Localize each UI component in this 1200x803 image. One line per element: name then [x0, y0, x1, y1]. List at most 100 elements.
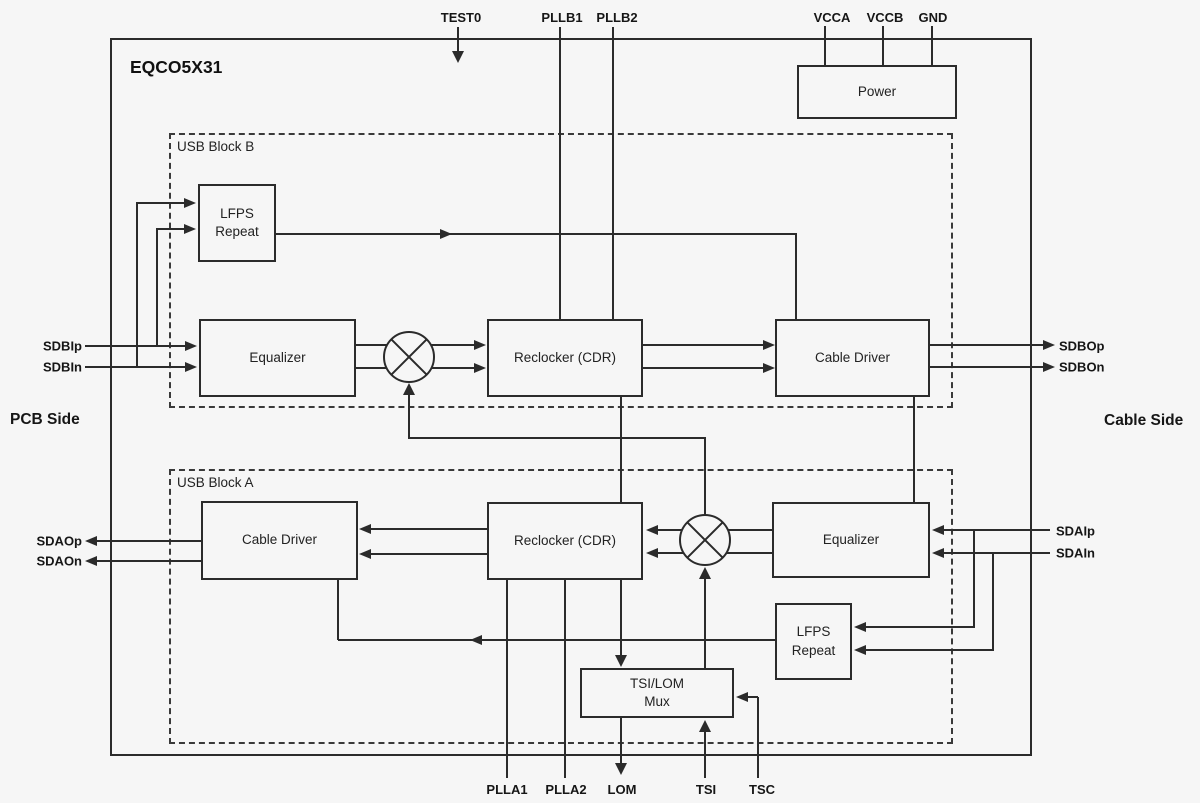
pin-gnd: GND [918, 10, 948, 25]
reclocker-b-block: Reclocker (CDR) [487, 319, 643, 397]
wire-sdbon [930, 366, 1043, 368]
wire-branch-sdaip-lfps [973, 529, 975, 627]
wire-tsc [757, 697, 759, 778]
lfps-repeat-a-block: LFPS Repeat [775, 603, 852, 680]
wire-lfpsb-in1 [136, 202, 184, 204]
arrow-right-icon [185, 362, 197, 372]
mixer-a-icon [679, 514, 731, 566]
wire-mixerb-feed [408, 395, 410, 439]
wire-plla2 [564, 580, 566, 778]
chip-outline [110, 38, 1032, 756]
cable-driver-a-block: Cable Driver [201, 501, 358, 580]
usb-block-a-region [169, 469, 953, 744]
arrow-right-icon [1043, 362, 1055, 372]
wire-mixer-link [408, 437, 706, 439]
pin-vcca: VCCA [813, 10, 851, 25]
wire-test0 [457, 27, 459, 51]
wire-sdbip [85, 345, 186, 347]
arrow-down-icon [615, 655, 627, 667]
wire-gnd [931, 26, 933, 65]
wire-plla1 [506, 580, 508, 778]
cable-driver-b-block: Cable Driver [775, 319, 930, 397]
mixer-b-icon [383, 331, 435, 383]
wire-mux-mixera [704, 579, 706, 669]
arrow-left-icon [736, 692, 748, 702]
wire-branch-sdbip-lfps [156, 229, 158, 347]
usb-block-b-label: USB Block B [177, 139, 255, 154]
wire-branch-sdbin-lfps [136, 203, 138, 368]
arrow-left-icon [932, 548, 944, 558]
wire-lfpsa-in1 [866, 626, 975, 628]
arrow-left-icon [646, 548, 658, 558]
arrow-left-icon [932, 525, 944, 535]
power-block: Power [797, 65, 957, 119]
arrow-right-icon [474, 363, 486, 373]
wire-reca-cda2 [371, 553, 487, 555]
pin-tsc: TSC [749, 782, 775, 797]
pin-plla1: PLLA1 [486, 782, 528, 797]
equalizer-b-block: Equalizer [199, 319, 356, 397]
pin-sdbop: SDBOp [1059, 338, 1105, 354]
pin-test0: TEST0 [440, 10, 482, 25]
wire-branch-sdain-lfps [992, 552, 994, 650]
arrow-right-icon [185, 341, 197, 351]
arrow-right-icon [763, 340, 775, 350]
pin-sdbin: SDBIn [43, 359, 82, 375]
wire-reca-cda1 [371, 528, 487, 530]
arrow-left-icon [359, 549, 371, 559]
arrow-down-icon [452, 51, 464, 63]
equalizer-a-block: Equalizer [772, 502, 930, 578]
wire-vcca [824, 26, 826, 65]
pin-sdbip: SDBIp [43, 338, 82, 354]
arrow-left-icon [470, 635, 482, 645]
wire-sdaon [97, 560, 201, 562]
pin-sdaon: SDAOn [36, 553, 83, 569]
wire-vccb [882, 26, 884, 65]
pin-vccb: VCCB [866, 10, 904, 25]
reclocker-a-block: Reclocker (CDR) [487, 502, 643, 580]
arrow-up-icon [699, 720, 711, 732]
arrow-right-icon [474, 340, 486, 350]
usb-block-a-label: USB Block A [177, 475, 254, 490]
wire-pllb2 [612, 27, 614, 319]
wire-mixera-top [704, 437, 706, 516]
wire-recb-cdb2 [643, 367, 763, 369]
arrow-right-icon [184, 198, 196, 208]
pin-sdaip: SDAIp [1056, 523, 1095, 539]
wire-lfpsa-out [338, 639, 775, 641]
wire-sdbin [85, 366, 186, 368]
wire-lfpsb-out-drop [795, 233, 797, 319]
arrow-up-icon [699, 567, 711, 579]
tsi-lom-mux-block: TSI/LOM Mux [580, 668, 734, 718]
arrow-down-icon [615, 763, 627, 775]
wire-pllb1 [559, 27, 561, 319]
arrow-left-icon [85, 556, 97, 566]
cable-side-label: Cable Side [1104, 412, 1184, 429]
wire-reca-mux [620, 580, 622, 655]
arrow-right-icon [440, 229, 452, 239]
usb-block-b-region [169, 133, 953, 408]
pin-sdbon: SDBOn [1059, 359, 1105, 375]
wire-sdbop [930, 344, 1043, 346]
wire-tsi [704, 732, 706, 778]
pcb-side-label: PCB Side [10, 411, 80, 428]
arrow-left-icon [646, 525, 658, 535]
pin-pllb2: PLLB2 [596, 10, 638, 25]
wire-sdaip [944, 529, 1050, 531]
arrow-left-icon [854, 645, 866, 655]
wire-recb-reca [620, 397, 622, 502]
arrow-right-icon [1043, 340, 1055, 350]
wire-lfpsa-out-rise [337, 580, 339, 640]
pin-sdain: SDAIn [1056, 545, 1095, 561]
pin-pllb1: PLLB1 [541, 10, 583, 25]
wire-lfpsb-in2 [156, 228, 184, 230]
arrow-up-icon [403, 383, 415, 395]
wire-mux-lom [620, 718, 622, 763]
pin-tsi: TSI [695, 782, 717, 797]
wire-lfpsa-in2 [866, 649, 994, 651]
wire-cdb-eqa [913, 397, 915, 502]
arrow-right-icon [184, 224, 196, 234]
chip-title: EQCO5X31 [130, 57, 223, 77]
arrow-left-icon [85, 536, 97, 546]
